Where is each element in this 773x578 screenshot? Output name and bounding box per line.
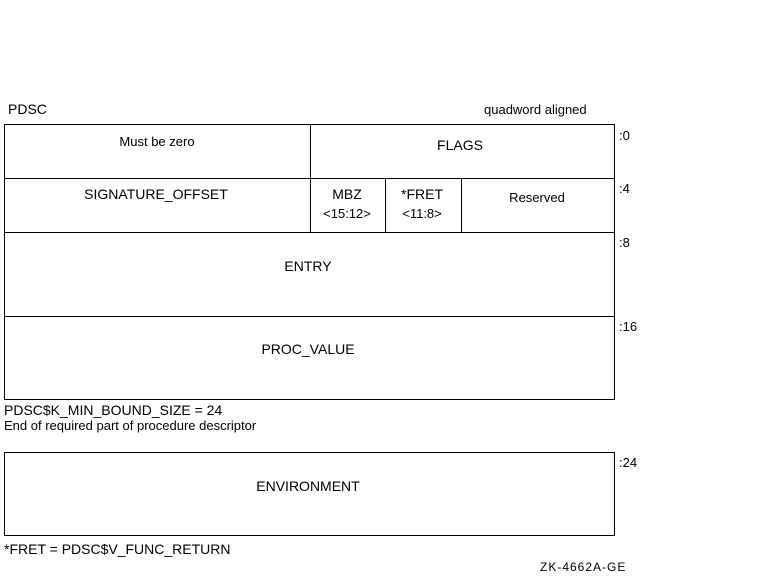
fret-footnote: *FRET = PDSC$V_FUNC_RETURN — [4, 541, 231, 557]
offset-4: :4 — [619, 181, 630, 196]
mbz-bits: <15:12> — [323, 206, 371, 221]
environment-field: ENVIRONMENT — [256, 478, 360, 494]
fret-field: *FRET — [401, 186, 443, 202]
proc-value-field: PROC_VALUE — [261, 341, 355, 357]
signature-offset-field: SIGNATURE_OFFSET — [84, 186, 228, 202]
reserved-field: Reserved — [509, 190, 565, 205]
fret-bits: <11:8> — [402, 206, 442, 221]
row1-divider-a — [310, 178, 311, 232]
row1-divider-b — [385, 178, 386, 232]
mbz-field: MBZ — [332, 186, 362, 202]
alignment-note: quadword aligned — [484, 102, 587, 117]
entry-field: ENTRY — [284, 258, 332, 274]
flags-field: FLAGS — [437, 137, 483, 153]
descriptor-box — [4, 124, 615, 400]
row-divider-2 — [4, 316, 615, 317]
row-divider-0 — [4, 178, 615, 179]
offset-8: :8 — [619, 235, 630, 250]
row-divider-1 — [4, 232, 615, 233]
environment-box — [4, 452, 615, 536]
end-required-note: End of required part of procedure descri… — [4, 418, 257, 433]
row1-divider-c — [461, 178, 462, 232]
offset-0: :0 — [619, 128, 630, 143]
figure-code: ZK-4662A-GE — [540, 560, 627, 574]
must-be-zero-field: Must be zero — [119, 134, 195, 149]
offset-24: :24 — [619, 455, 638, 470]
min-bound-size-note: PDSC$K_MIN_BOUND_SIZE = 24 — [4, 402, 223, 418]
structure-name: PDSC — [8, 101, 47, 117]
offset-16: :16 — [619, 319, 638, 334]
row0-divider — [310, 124, 311, 178]
